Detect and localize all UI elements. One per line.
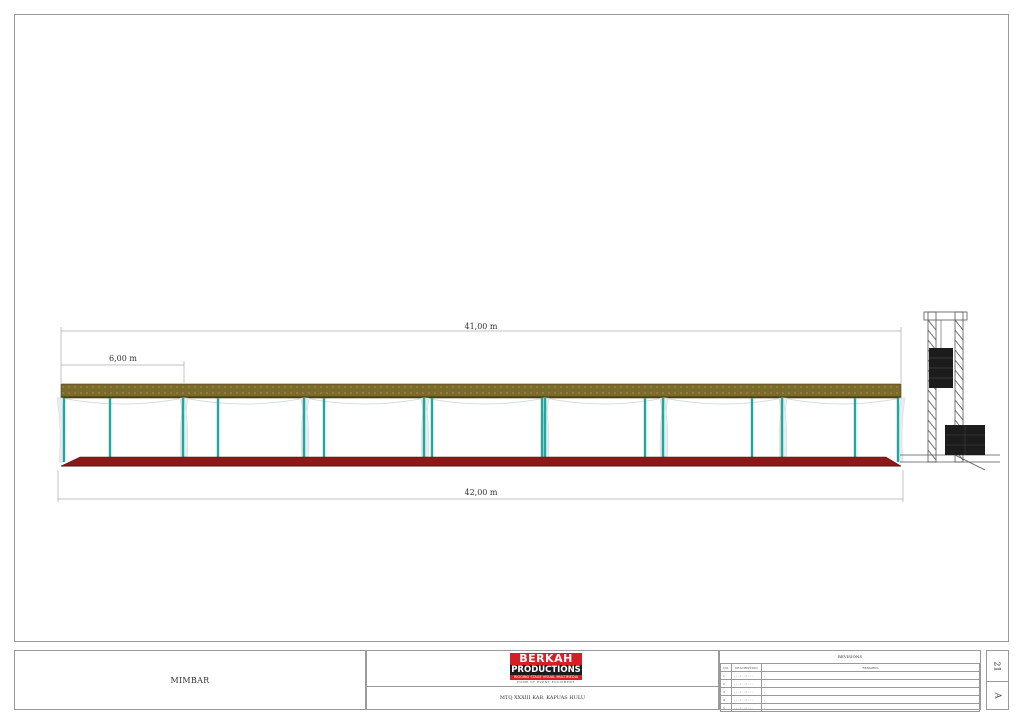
table-row: 2 - - - / - - / - - - -	[720, 679, 981, 688]
tent-column	[661, 398, 665, 462]
tent-column	[430, 398, 434, 462]
sheet-revision: A	[993, 692, 1002, 698]
drape	[179, 397, 310, 463]
tent-column	[302, 398, 306, 462]
truss-brace	[954, 349, 964, 361]
company-logo: BERKAH PRODUCTIONS RIGGING STAGE VISUAL …	[510, 652, 582, 684]
valance-swag	[183, 397, 306, 405]
truss-brace	[954, 399, 964, 411]
truss-brace	[954, 359, 964, 371]
sheet-border	[14, 14, 1009, 642]
floor-platform	[60, 456, 902, 467]
table-row: 3 - - - / - - / - - - -	[720, 687, 981, 696]
dimension-overall-roof: 41,00 m	[60, 322, 902, 383]
tent-column	[422, 398, 426, 462]
line-array-speaker	[929, 320, 953, 388]
truss-brace	[954, 329, 964, 341]
tent-column	[543, 398, 547, 462]
dim-label-41m: 41,00 m	[464, 322, 497, 331]
elevation-drawing: 41,00 m 6,00 m 42,00 m	[56, 311, 1000, 502]
tent-column	[896, 398, 900, 462]
drape	[300, 397, 430, 463]
truss-brace	[927, 439, 937, 451]
table-row: 1 - - - / - - / - - - -	[720, 671, 981, 680]
truss-brace	[954, 379, 964, 391]
tent-column	[780, 398, 784, 462]
dim-label-42m: 42,00 m	[464, 488, 497, 497]
valance-swag	[544, 397, 665, 405]
drape	[56, 397, 189, 463]
drape	[540, 397, 669, 463]
sheet-info-cell: 21 A	[986, 650, 1009, 710]
truss-brace	[954, 409, 964, 421]
dimension-bay: 6,00 m	[61, 354, 185, 383]
tent-column	[108, 398, 112, 462]
tent-column	[750, 398, 754, 462]
truss-brace	[927, 429, 937, 441]
truss-brace	[927, 389, 937, 401]
revisions-table: NO. DESCRIPTION REMARKS 1 - - - / - - / …	[720, 663, 981, 712]
valance-swag	[304, 397, 426, 405]
revisions-block: REVISIONS NO. DESCRIPTION REMARKS 1 - - …	[719, 650, 981, 712]
valance-swag	[424, 397, 546, 405]
tent-column	[62, 398, 66, 462]
drape	[659, 397, 788, 463]
truss-brace	[927, 409, 937, 421]
tent-column	[853, 398, 857, 462]
drawing-title-cell: MIMBAR	[14, 650, 366, 710]
table-row: 4 - - - / - - / - - - -	[720, 695, 981, 704]
tent-column	[322, 398, 326, 462]
truss-brace	[927, 399, 937, 411]
tent-column	[181, 398, 185, 462]
logo-cell: BERKAH PRODUCTIONS RIGGING STAGE VISUAL …	[366, 650, 719, 710]
valance-swag	[663, 397, 784, 405]
truss-brace	[954, 369, 964, 381]
truss-brace	[954, 389, 964, 401]
project-name-cell: MTQ XXXIII KAB. KAPUAS HULU	[367, 686, 718, 710]
drawing-title: MIMBAR	[170, 675, 210, 685]
truss-brace	[927, 419, 937, 431]
truss-brace	[927, 329, 937, 341]
valance-swag	[60, 397, 185, 405]
tent-column	[643, 398, 647, 462]
drape	[778, 397, 906, 463]
table-row: 5 - - - / - - / - - - -	[720, 703, 981, 712]
subwoofer-stack	[945, 425, 985, 455]
truss-brace	[954, 339, 964, 351]
drape	[420, 397, 550, 463]
sheet-number: 21	[993, 660, 1002, 672]
tent-column	[216, 398, 220, 462]
tent-column	[540, 398, 544, 462]
roof	[60, 383, 902, 399]
truss-brace	[927, 319, 937, 331]
dim-label-6m: 6,00 m	[109, 354, 137, 363]
project-name: MTQ XXXIII KAB. KAPUAS HULU	[499, 695, 586, 701]
dimension-floor: 42,00 m	[57, 470, 904, 502]
valance-swag	[782, 397, 902, 405]
tent-bays	[56, 397, 906, 463]
truss-brace	[954, 319, 964, 331]
